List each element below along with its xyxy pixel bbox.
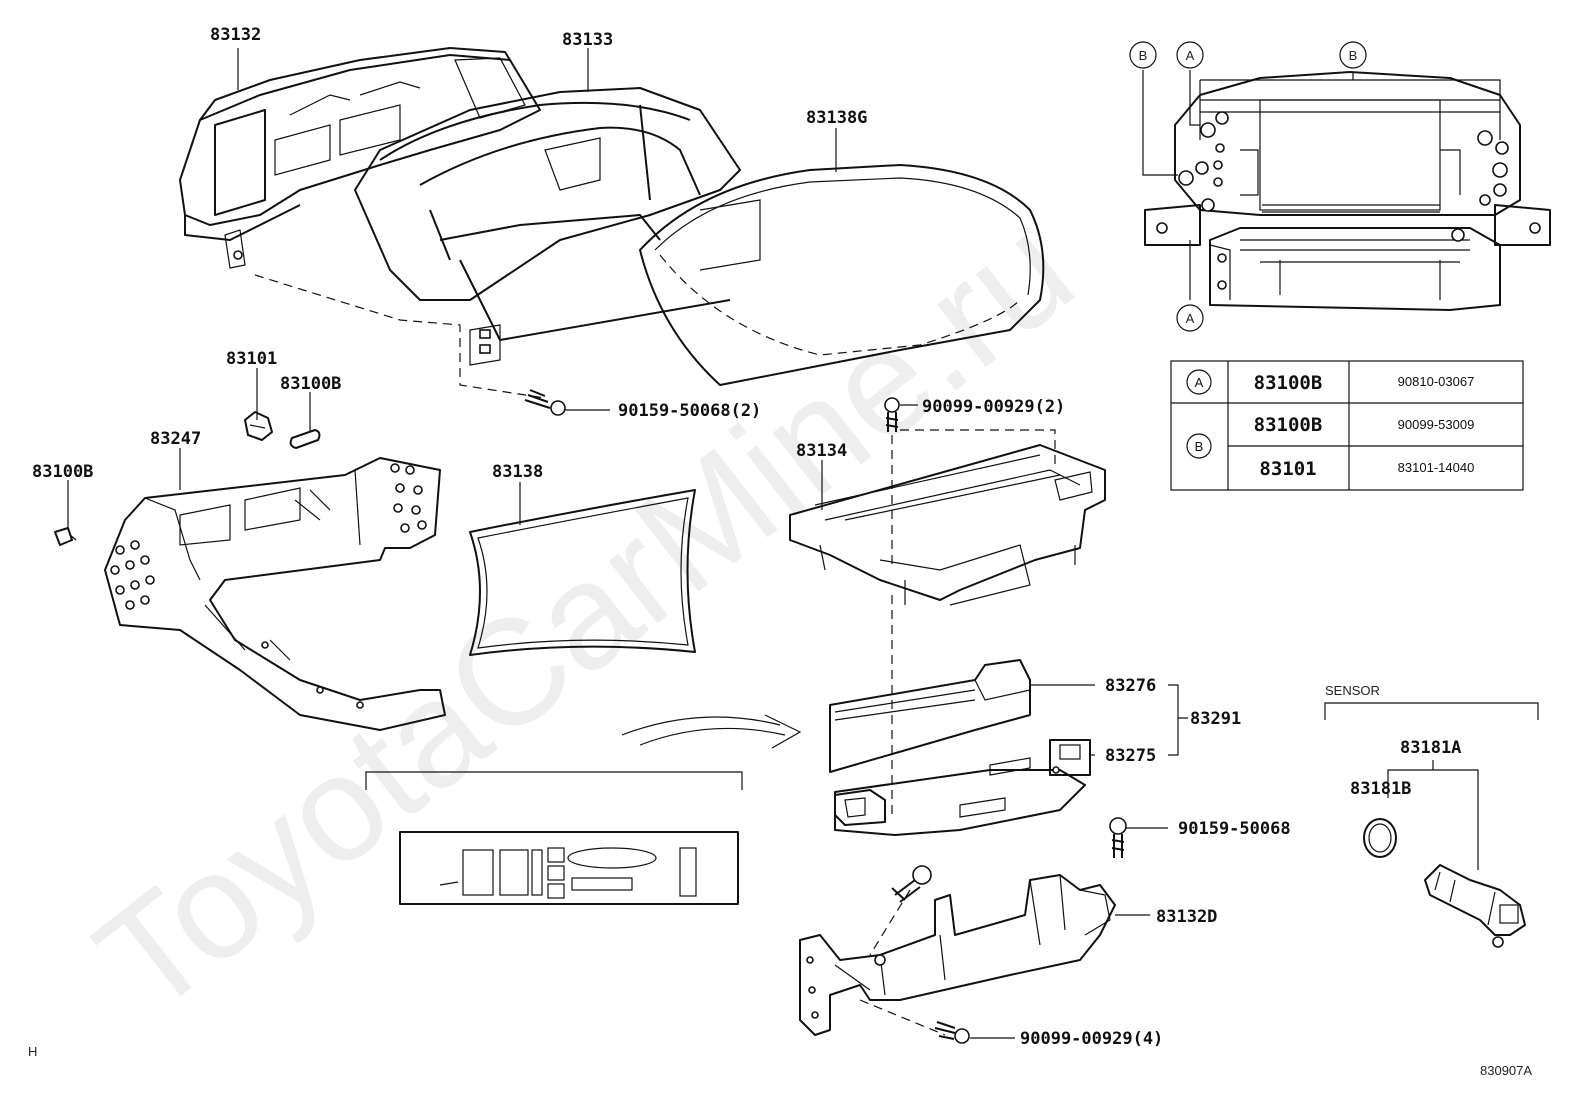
callout-83181B: 83181B	[1350, 779, 1411, 799]
callout-83138: 83138	[492, 462, 543, 482]
meter-hood-83133	[354, 87, 741, 366]
diagram-code: 830907A	[1480, 1063, 1532, 1078]
marker-b-top: B	[1339, 41, 1367, 69]
screw-90099-00929-bottom	[934, 1021, 970, 1044]
svg-text:A: A	[1186, 48, 1195, 63]
combination-meter-glass-83138G	[639, 164, 1045, 386]
callout-90159-50068-2: 90159-50068(2)	[618, 401, 761, 421]
table-part-1: 83100B	[1254, 372, 1323, 394]
callout-83133: 83133	[562, 30, 613, 50]
screw-90099-00929-top	[884, 397, 900, 432]
table-part-2: 83100B	[1254, 414, 1323, 436]
marker-a-bottom: A	[1176, 304, 1204, 332]
callout-83275: 83275	[1105, 746, 1156, 766]
callout-83181A: 83181A	[1400, 738, 1461, 758]
glass-83138	[469, 489, 696, 656]
svg-text:A: A	[1186, 311, 1195, 326]
screw-90159-50068-right	[1109, 817, 1127, 858]
callout-83100B-clip: 83100B	[280, 374, 341, 394]
screw-83132D-side	[891, 865, 932, 903]
callout-90159-50068: 90159-50068	[1178, 819, 1291, 839]
callout-83291: 83291	[1190, 709, 1241, 729]
table-number-3: 83101-14040	[1398, 460, 1475, 475]
callout-83276: 83276	[1105, 676, 1156, 696]
screw-83100B	[54, 527, 77, 546]
table-number-2: 90099-53009	[1398, 417, 1475, 432]
meter-case-83132	[179, 47, 541, 269]
svg-text:B: B	[1139, 48, 1148, 63]
corner-mark: H	[28, 1044, 37, 1059]
flow-arrow	[621, 714, 802, 749]
callout-90099-00929-2: 90099-00929(2)	[922, 397, 1065, 417]
marker-a-top: A	[1176, 41, 1204, 69]
svg-text:B: B	[1349, 48, 1358, 63]
callout-83138G: 83138G	[806, 108, 867, 128]
assembly-line-4	[859, 889, 946, 1036]
callout-83100B-screw: 83100B	[32, 462, 93, 482]
marker-b-left: B	[1129, 41, 1157, 69]
callout-83132D: 83132D	[1156, 907, 1217, 927]
display-bracket	[365, 771, 743, 790]
table-marker-b: B	[1195, 439, 1204, 454]
board-83291	[829, 659, 1091, 836]
callout-83247: 83247	[150, 429, 201, 449]
housing-83134	[789, 444, 1106, 606]
assembly-line-3	[900, 429, 1056, 470]
pin-83100B	[289, 429, 321, 449]
leader-lines	[67, 48, 1188, 1039]
detail-view	[1142, 70, 1551, 311]
sensor-label: SENSOR	[1325, 683, 1380, 698]
assembly-line-1	[254, 274, 546, 399]
callout-90099-00929-4: 90099-00929(4)	[1020, 1029, 1163, 1049]
table-marker-a: A	[1195, 375, 1204, 390]
legend-table: A B 83100B 83100B 83101 90810-03067 9009…	[1170, 360, 1524, 491]
screw-90159-50068	[524, 389, 566, 416]
callout-83134: 83134	[796, 441, 847, 461]
clip-83101	[244, 411, 273, 441]
display-panel	[399, 831, 739, 905]
callout-83132: 83132	[210, 25, 261, 45]
bracket-83247	[104, 457, 446, 731]
watermark: ToyotaCarMine.ru	[66, 184, 1102, 1045]
table-number-1: 90810-03067	[1398, 374, 1475, 389]
sensor-group: SENSOR	[1324, 683, 1539, 948]
table-part-3: 83101	[1259, 458, 1316, 480]
bracket-83132D	[799, 874, 1116, 1036]
callout-83101: 83101	[226, 349, 277, 369]
